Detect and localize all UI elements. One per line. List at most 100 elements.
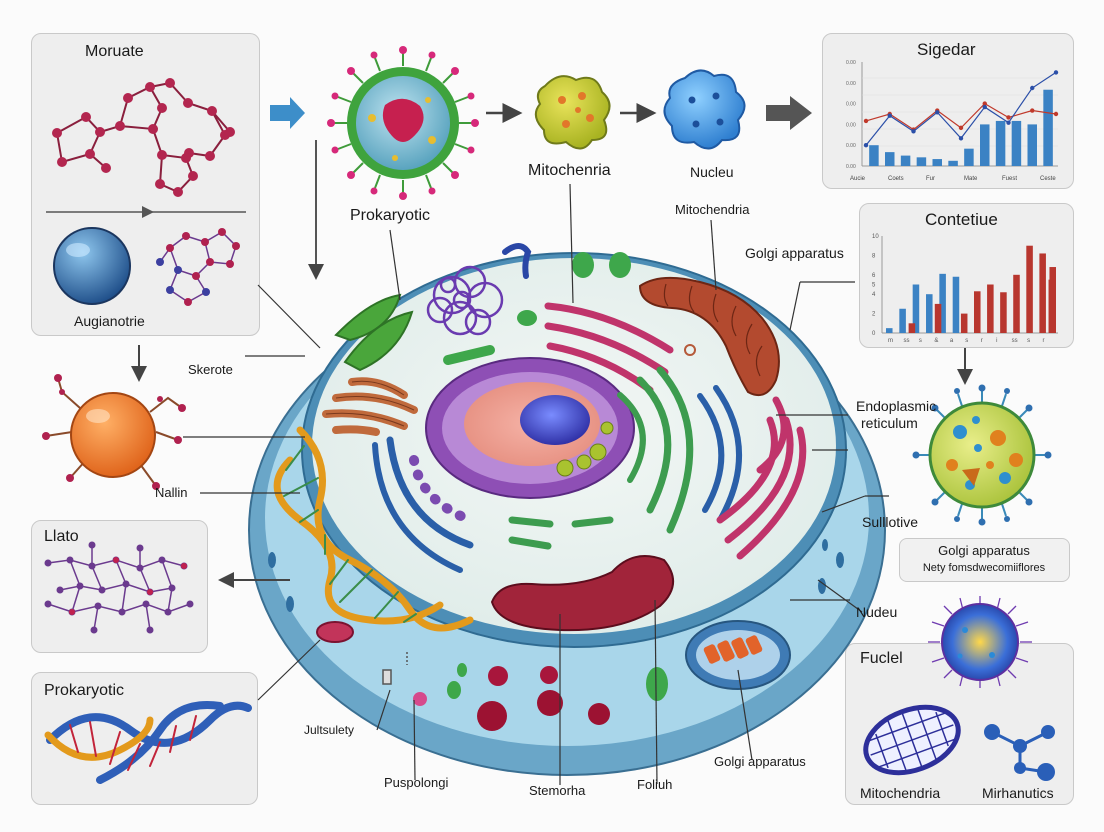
label-golgi-right: Golgi apparatus — [745, 245, 844, 261]
contetiue-x-tick: r — [1043, 338, 1045, 344]
contetiue-x-tick: s — [919, 338, 922, 344]
contetiue-bar — [1013, 274, 1020, 333]
sigedar-point — [958, 136, 964, 141]
sigedar-point — [887, 113, 892, 118]
sigedar-x-tick: Mate — [964, 176, 978, 182]
contetiue-bar — [934, 303, 942, 333]
label-moruate: Moruate — [85, 43, 144, 60]
contetiue-bar — [1039, 253, 1046, 333]
sigedar-bar — [964, 148, 974, 166]
contetiue-x-tick: m — [888, 338, 893, 344]
green-virus-icon — [912, 384, 1052, 526]
label-puspolongi: Puspolongi — [384, 775, 449, 790]
sigedar-point — [935, 110, 940, 115]
sigedar-point — [1053, 111, 1059, 117]
label-golgi-bottom: Golgi apparatus — [714, 754, 806, 769]
sigedar-y-tick: 0.00 — [846, 81, 856, 87]
contetiue-bar — [960, 313, 968, 333]
contetiue-bar — [899, 308, 906, 333]
label-mitochendria-mid: Mitochendria — [675, 202, 750, 217]
label-prokaryotic-mid: Prokaryotic — [350, 207, 431, 224]
big-arrow-icon — [766, 96, 812, 130]
sigedar-y-tick: 0.00 — [846, 122, 856, 128]
orange-cell-icon — [42, 374, 186, 490]
label-fuclel: Fuclel — [860, 650, 903, 667]
label-golgi-box-sub: Nety fomsdwecomiiflores — [922, 562, 1046, 574]
golgi-label-box — [899, 538, 1070, 582]
contetiue-y-tick: 0 — [872, 331, 876, 337]
sigedar-y-tick: 0.00 — [846, 102, 856, 108]
sigedar-point — [1053, 70, 1059, 75]
label-prokaryotic-panel: Prokaryotic — [44, 682, 125, 699]
contetiue-x-tick: r — [981, 338, 983, 344]
label-mitochenria-top: Mitochenria — [528, 162, 611, 179]
sigedar-x-tick: Ceste — [1040, 176, 1056, 182]
blue-arrow-icon — [270, 97, 305, 129]
contetiue-x-tick: i — [996, 338, 997, 344]
label-llato: Llato — [44, 528, 79, 545]
label-nallin: Nallin — [155, 485, 188, 500]
blue-nucleus-blob-icon — [663, 69, 746, 150]
contetiue-bar — [939, 273, 946, 333]
sigedar-point — [863, 143, 869, 148]
contetiue-bar — [1000, 292, 1007, 333]
sigedar-point — [863, 118, 869, 124]
sigedar-bar — [1027, 124, 1037, 166]
panel-llato — [31, 520, 208, 653]
sigedar-point — [911, 129, 916, 134]
mitochondria-cross-section-icon — [863, 704, 961, 776]
sigedar-point — [1030, 85, 1035, 91]
contetiue-y-tick: 10 — [872, 234, 879, 240]
contetiue-bar — [952, 276, 960, 333]
label-endoplasmic: Endoplasmic — [856, 398, 937, 414]
contetiue-bar — [1026, 245, 1033, 333]
label-skerote: Skerote — [188, 362, 233, 377]
contetiue-y-tick: 5 — [872, 283, 876, 289]
dna-ribbon-icon — [44, 701, 252, 784]
sigedar-point — [1006, 115, 1011, 120]
label-nucleu-top: Nucleu — [690, 164, 734, 180]
label-augianotrie: Augianotrie — [74, 313, 145, 329]
label-stemorha: Stemorha — [529, 783, 586, 798]
contetiue-bar — [987, 284, 994, 333]
sigedar-y-tick: 0.00 — [846, 164, 856, 170]
contetiue-x-tick: & — [934, 338, 938, 344]
contetiue-x-tick: ss — [1012, 338, 1018, 344]
chromatin-icon — [426, 265, 504, 336]
contetiue-x-tick: a — [950, 338, 954, 344]
contetiue-x-tick: ss — [903, 338, 909, 344]
sigedar-bar — [900, 155, 911, 166]
sigedar-bar — [1011, 120, 1022, 166]
llato-network-icon — [44, 541, 194, 634]
molecule-atoms — [52, 78, 235, 197]
contetiue-bar — [912, 284, 920, 333]
molecule-graph-icon — [56, 81, 231, 194]
sigedar-bar — [885, 152, 895, 166]
sigedar-bar — [1043, 89, 1053, 166]
contetiue-bar — [886, 328, 893, 333]
sigedar-point — [1030, 108, 1035, 113]
sigedar-bar — [869, 145, 879, 166]
sigedar-x-tick: Fuest — [1002, 176, 1017, 182]
label-reticulum: reticulum — [861, 415, 918, 431]
sigedar-bar — [932, 159, 942, 166]
label-foliuh: Foliuh — [637, 777, 673, 792]
fuclel-cell-icon — [928, 596, 1032, 688]
small-molecule-icon — [156, 228, 240, 306]
sigedar-point — [982, 101, 987, 106]
sigedar-bar — [948, 160, 958, 166]
sigedar-point — [1006, 120, 1011, 125]
blue-sphere-icon — [53, 227, 131, 305]
contetiue-bar — [974, 291, 981, 333]
contetiue-y-tick: 8 — [872, 253, 876, 259]
sigedar-y-tick: 0.00 — [846, 60, 856, 66]
panel-contetiue-chart — [859, 203, 1074, 348]
label-golgi-box-title: Golgi apparatus — [938, 543, 1030, 558]
contetiue-y-tick: 6 — [872, 273, 876, 279]
molecule-network-small-icon — [984, 724, 1055, 781]
contetiue-bar — [1049, 267, 1056, 333]
